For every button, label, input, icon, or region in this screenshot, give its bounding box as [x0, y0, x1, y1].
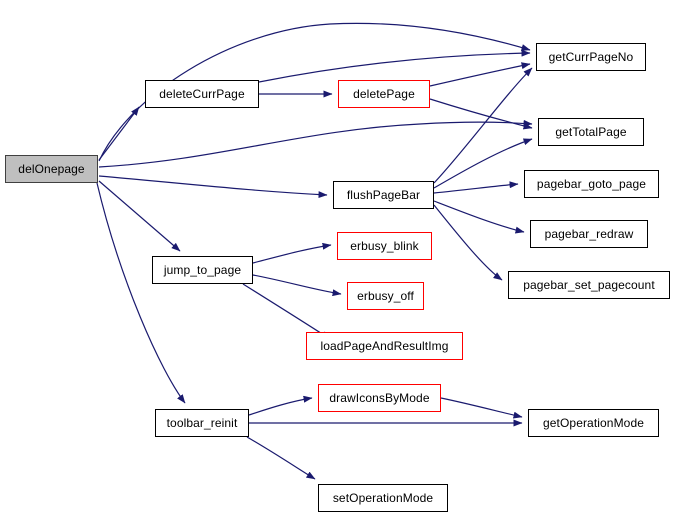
edge-flushPageBar-to-getTotalPage: [433, 138, 533, 189]
graph-node-jump_to_page[interactable]: jump_to_page: [152, 256, 253, 284]
edge-delOnepage-to-flushPageBar: [98, 175, 328, 199]
graph-node-setOperationMode[interactable]: setOperationMode: [318, 484, 448, 512]
graph-node-label: pagebar_redraw: [544, 227, 634, 241]
graph-node-label: deletePage: [353, 87, 415, 101]
graph-node-label: getCurrPageNo: [548, 50, 634, 64]
graph-node-erbusy_blink[interactable]: erbusy_blink: [337, 232, 432, 260]
graph-node-toolbar_reinit[interactable]: toolbar_reinit: [155, 409, 249, 437]
graph-node-drawIconsByMode[interactable]: drawIconsByMode: [318, 384, 441, 412]
edge-drawIconsByMode-to-getOperationMode: [440, 397, 523, 419]
graph-node-deleteCurrPage[interactable]: deleteCurrPage: [145, 80, 259, 108]
graph-node-label: flushPageBar: [346, 188, 421, 202]
graph-node-getOperationMode[interactable]: getOperationMode: [528, 409, 659, 437]
graph-node-label: erbusy_off: [357, 289, 414, 303]
edge-toolbar_reinit-to-drawIconsByMode: [248, 395, 313, 416]
edge-jump_to_page-to-erbusy_blink: [252, 242, 332, 264]
edge-delOnepage-to-deleteCurrPage: [98, 106, 140, 161]
graph-node-label: getTotalPage: [555, 125, 627, 139]
graph-node-label: loadPageAndResultImg: [320, 339, 449, 353]
graph-node-erbusy_off[interactable]: erbusy_off: [347, 282, 424, 310]
graph-node-label: jump_to_page: [163, 263, 242, 277]
edge-delOnepage-to-jump_to_page: [98, 180, 181, 252]
edge-delOnepage-to-getTotalPage: [98, 119, 533, 168]
graph-node-label: erbusy_blink: [350, 239, 419, 253]
graph-node-label: delOnepage: [18, 162, 85, 176]
graph-node-flushPageBar[interactable]: flushPageBar: [333, 181, 434, 209]
graph-node-pagebar_redraw[interactable]: pagebar_redraw: [530, 220, 648, 248]
edge-flushPageBar-to-getCurrPageNo: [433, 67, 533, 184]
edge-flushPageBar-to-pagebar_set_pagecount: [433, 204, 503, 281]
edge-jump_to_page-to-erbusy_off: [252, 274, 342, 297]
edge-flushPageBar-to-pagebar_redraw: [433, 200, 525, 234]
graph-node-getCurrPageNo[interactable]: getCurrPageNo: [536, 43, 646, 71]
graph-node-label: setOperationMode: [332, 491, 434, 505]
graph-node-pagebar_goto_page[interactable]: pagebar_goto_page: [524, 170, 659, 198]
graph-node-label: drawIconsByMode: [329, 391, 430, 405]
edge-deletePage-to-getTotalPage: [429, 98, 533, 130]
graph-node-label: toolbar_reinit: [166, 416, 238, 430]
graph-node-deletePage[interactable]: deletePage: [338, 80, 430, 108]
edge-toolbar_reinit-to-setOperationMode: [246, 436, 316, 480]
graph-node-delOnepage[interactable]: delOnepage: [5, 155, 98, 183]
edge-flushPageBar-to-pagebar_goto_page: [433, 181, 519, 194]
graph-node-getTotalPage[interactable]: getTotalPage: [538, 118, 644, 146]
graph-node-label: deleteCurrPage: [159, 87, 245, 101]
edge-deleteCurrPage-to-getCurrPageNo: [258, 49, 531, 83]
graph-node-pagebar_set_pagecount[interactable]: pagebar_set_pagecount: [508, 271, 670, 299]
edge-deletePage-to-getCurrPageNo: [429, 62, 531, 87]
graph-node-label: pagebar_set_pagecount: [523, 278, 655, 292]
edge-jump_to_page-to-loadPageAndResultImg: [242, 283, 331, 340]
graph-node-label: pagebar_goto_page: [536, 177, 647, 191]
graph-node-label: getOperationMode: [543, 416, 644, 430]
graph-node-loadPageAndResultImg[interactable]: loadPageAndResultImg: [306, 332, 463, 360]
edge-delOnepage-to-toolbar_reinit: [96, 182, 186, 404]
